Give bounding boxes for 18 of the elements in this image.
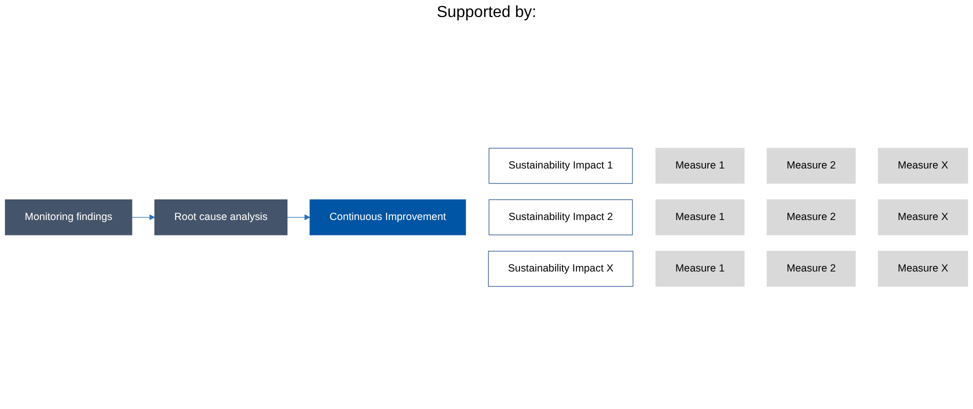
node-box: Measure X bbox=[878, 251, 968, 287]
node-box: Monitoring findings bbox=[4, 200, 132, 236]
node-box: Measure 1 bbox=[656, 251, 745, 287]
arrow bbox=[132, 214, 155, 220]
arrow bbox=[286, 214, 310, 220]
node-box: Sustainability Impact 1 bbox=[488, 148, 633, 184]
node-box: Sustainability Impact X bbox=[488, 251, 634, 287]
node-box: Measure X bbox=[878, 148, 968, 184]
node-box: Measure X bbox=[878, 200, 968, 236]
note-text: Supported by: bbox=[436, 4, 536, 22]
node-box: Measure 2 bbox=[766, 251, 856, 287]
node-box: Continuous Improvement bbox=[310, 200, 466, 236]
node-box: Sustainability Impact 2 bbox=[488, 200, 633, 236]
node-box: Measure 2 bbox=[766, 148, 856, 184]
node-box: Measure 1 bbox=[656, 148, 745, 184]
node-box: Measure 2 bbox=[766, 200, 856, 236]
node-box: Root cause analysis bbox=[154, 200, 288, 236]
node-box: Measure 1 bbox=[656, 200, 745, 236]
